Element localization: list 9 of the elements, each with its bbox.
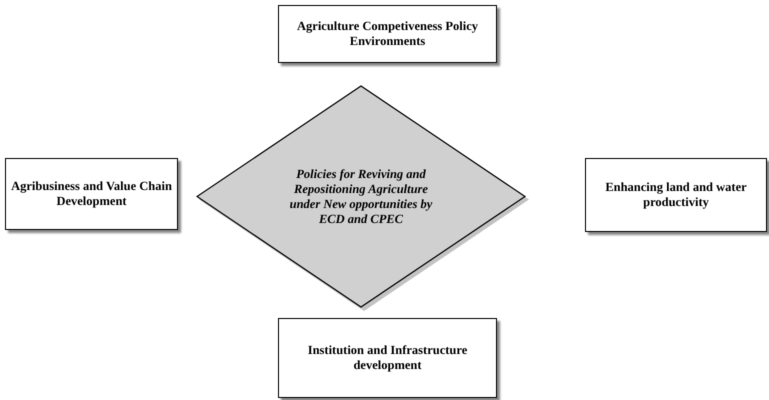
node-text: Policies for Reviving and Repositioning Agriculture under New opportunities by ECD and CPEC: [288, 166, 434, 226]
node-text: Enhancing land and water productivity: [604, 180, 748, 210]
node-text: Institution and Infrastructure development: [306, 343, 468, 373]
process-box: [278, 5, 497, 63]
node-text: Agribusiness and Value Chain Development: [10, 179, 173, 209]
node-text: Agriculture Competiveness Policy Environments: [296, 19, 479, 49]
process-box: [585, 158, 767, 232]
process-box: [278, 318, 497, 398]
process-box: [5, 158, 178, 230]
